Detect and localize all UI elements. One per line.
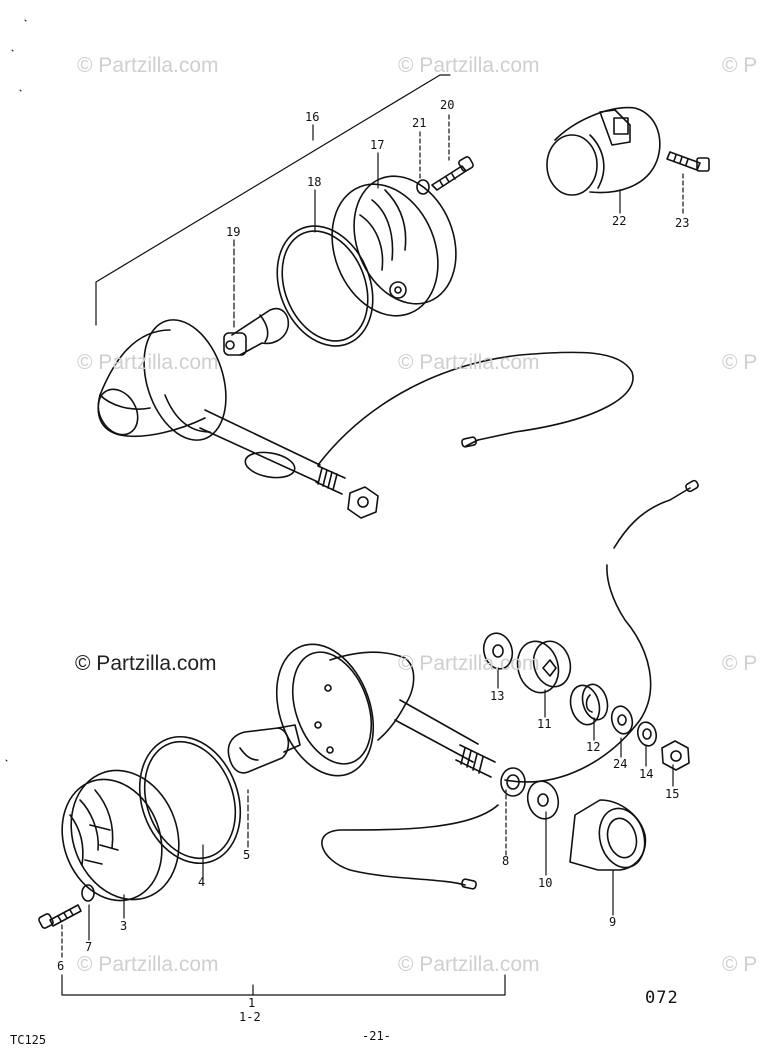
callout-20: 20 <box>440 98 455 112</box>
page-number: -21- <box>362 1029 391 1043</box>
screw-20-washer-21 <box>416 156 474 195</box>
watermark: © Partzilla.com <box>77 351 219 374</box>
callout-16: 16 <box>305 110 320 124</box>
watermark: © Partzilla.com <box>77 953 219 976</box>
callout-4: 4 <box>198 875 206 889</box>
watermark: © Partzilla.com <box>398 652 540 675</box>
callout-8: 8 <box>502 854 510 868</box>
watermark: © Partzilla.com <box>398 54 540 77</box>
callout-18: 18 <box>307 175 322 189</box>
upper-lens <box>331 175 457 317</box>
callout-11: 11 <box>537 717 552 731</box>
watermark: © Partzilla.com <box>77 54 219 77</box>
cap-22 <box>546 106 661 196</box>
callout-1-2: 1-2 <box>239 1010 261 1024</box>
watermark: © P <box>722 54 758 77</box>
screw-23 <box>666 151 710 172</box>
scan-specks <box>5 19 27 762</box>
lower-bulb <box>227 724 301 774</box>
callout-12: 12 <box>586 740 601 754</box>
callout-6: 6 <box>57 959 65 973</box>
callout-24: 24 <box>613 757 628 771</box>
figure-number: 072 <box>645 988 679 1008</box>
callout-7: 7 <box>85 940 93 954</box>
callout-10: 10 <box>538 876 553 890</box>
model-code: TC125 <box>10 1033 47 1047</box>
lower-grommet-nut-8 <box>500 767 526 797</box>
callout-5: 5 <box>243 848 251 862</box>
callout-17: 17 <box>370 138 385 152</box>
callout-23: 23 <box>675 216 690 230</box>
callout-3: 3 <box>120 919 128 933</box>
callout-21: 21 <box>412 116 427 130</box>
leader-lines <box>61 74 684 996</box>
watermark: © P <box>722 351 758 374</box>
callout-19: 19 <box>226 225 241 239</box>
callout-22: 22 <box>612 214 627 228</box>
lower-lens <box>61 769 180 902</box>
watermark: © P <box>722 953 758 976</box>
callout-15: 15 <box>665 787 680 801</box>
watermark-primary: © Partzilla.com <box>75 652 217 675</box>
upper-gasket <box>276 225 374 347</box>
upper-bulb <box>223 308 290 356</box>
watermark: © Partzilla.com <box>398 351 540 374</box>
lower-turn-signal-housing <box>275 479 699 890</box>
lower-small-parts <box>482 632 690 871</box>
watermark: © Partzilla.com <box>398 953 540 976</box>
watermark: © P <box>722 652 758 675</box>
screw-6-washer-7 <box>38 884 95 929</box>
callout-14: 14 <box>639 767 654 781</box>
callout-1: 1 <box>248 996 256 1010</box>
callout-13: 13 <box>490 689 505 703</box>
callout-9: 9 <box>609 915 617 929</box>
upper-turn-signal-housing <box>97 319 634 519</box>
lower-gasket <box>138 735 242 865</box>
